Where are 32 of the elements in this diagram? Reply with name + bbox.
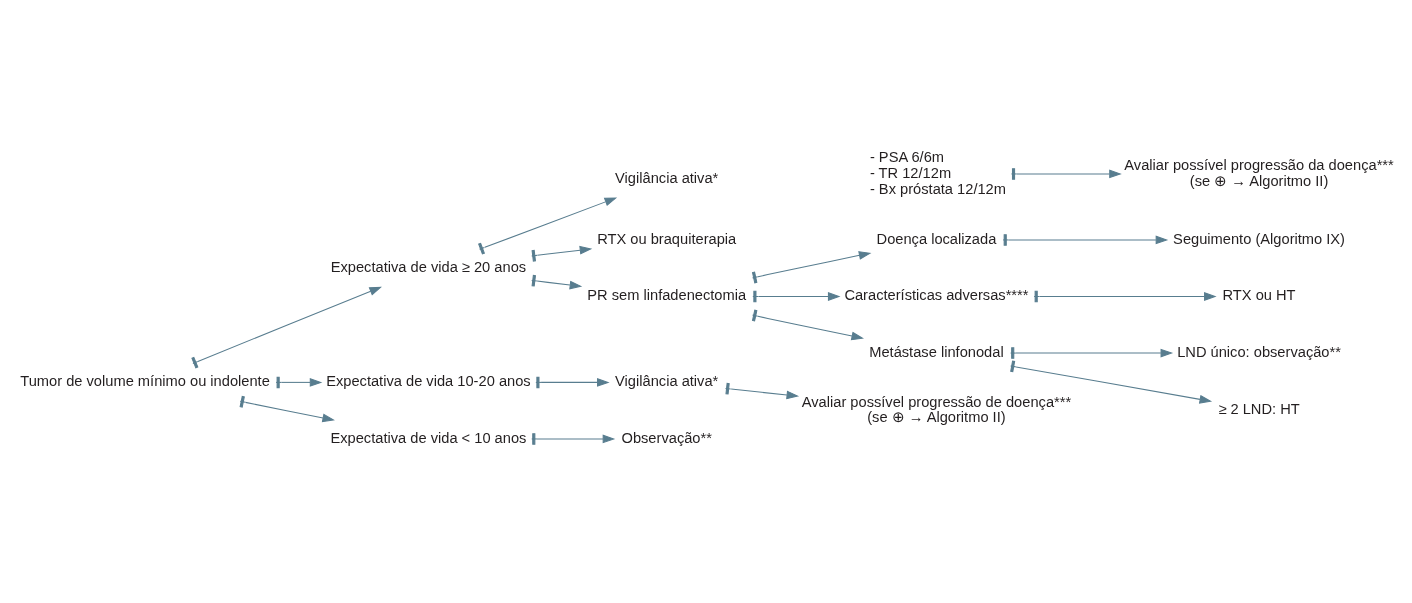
arrow xyxy=(725,382,800,399)
node-text: Vigilância ativa* xyxy=(615,169,719,186)
node-text: - PSA 6/6m - TR 12/12m - Bx próstata 12/12m xyxy=(869,148,1006,197)
node-text: Tumor de volume mínimo ou indolente xyxy=(20,372,270,389)
arrow xyxy=(535,376,610,388)
node-text: ≥ 2 LND: HT xyxy=(1218,400,1300,416)
arrow xyxy=(752,290,841,302)
arrow xyxy=(1033,290,1217,302)
node-text: Características adversas**** xyxy=(844,286,1029,303)
node-text: Doença localizada xyxy=(876,230,997,247)
arrow xyxy=(751,250,872,283)
node-text: Observação** xyxy=(621,429,712,446)
node-text: PR sem linfadenectomia xyxy=(587,286,747,303)
arrow xyxy=(191,286,382,369)
arrow xyxy=(478,197,618,255)
node-text: Avaliar possível progressão de doença*** (se ⊕ → Algoritmo II) xyxy=(801,393,1072,425)
node-text: Metástase linfonodal xyxy=(869,343,1004,360)
node-text: Expectativa de vida < 10 anos xyxy=(330,429,527,446)
node-text: RTX ou HT xyxy=(1222,286,1296,303)
arrow xyxy=(239,395,335,422)
arrow xyxy=(531,245,593,262)
node-text: LND único: observação** xyxy=(1177,343,1341,360)
node-text: Avaliar possível progressão da doença*** (se ⊕ → Algoritmo II) xyxy=(1124,156,1394,189)
node-text: Expectativa de vida ≥ 20 anos xyxy=(330,258,527,275)
arrow xyxy=(531,274,583,289)
arrow xyxy=(275,376,323,388)
node-text: Expectativa de vida 10-20 anos xyxy=(326,372,531,389)
node-text: Vigilância ativa* xyxy=(615,372,719,389)
node-text: RTX ou braquiterapia xyxy=(597,230,737,247)
arrow xyxy=(1010,359,1213,404)
arrow xyxy=(751,309,864,340)
node-text: Seguimento (Algoritmo IX) xyxy=(1173,230,1345,247)
